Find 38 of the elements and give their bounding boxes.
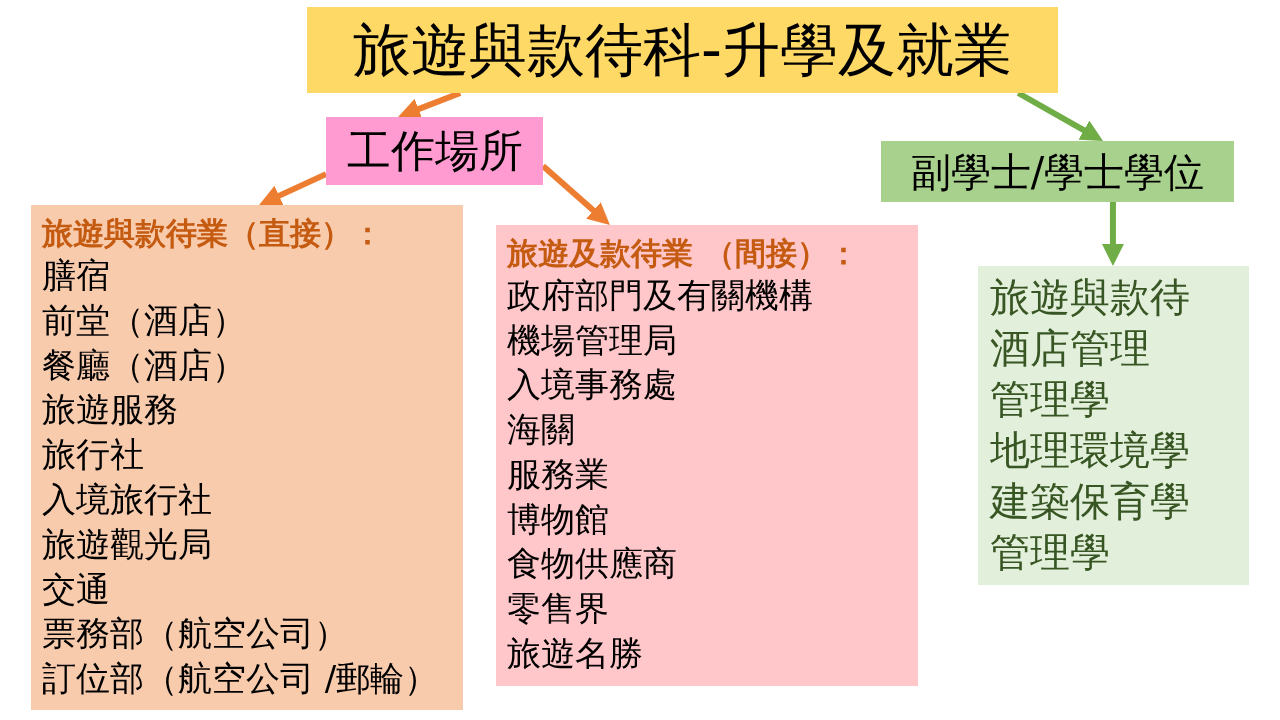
banner-text: 旅遊與款待科-升學及就業: [353, 15, 1012, 85]
category-box: [881, 141, 1234, 202]
list-item: 入境旅行社: [42, 478, 213, 521]
list-item: 前堂（酒店）: [42, 298, 247, 342]
list-item: 旅遊觀光局: [42, 522, 213, 566]
list-item: 交通: [42, 567, 111, 611]
list-item: 博物館: [507, 497, 610, 541]
list-item: 訂位部（航空公司 /郵輪）: [42, 657, 440, 701]
list-panel: [978, 266, 1249, 585]
list-item: 餐廳（酒店）: [42, 343, 247, 387]
list-item: 政府部門及有關機構: [507, 274, 814, 317]
list-item: 建築保育學: [990, 477, 1191, 526]
list-item: 海關: [507, 408, 576, 452]
list-item: 入境事務處: [507, 363, 678, 407]
category-box: [326, 117, 543, 185]
list-item: 食物供應商: [507, 542, 678, 586]
list-item: 機場管理局: [507, 318, 678, 362]
list-item: 管理學: [990, 528, 1111, 577]
list-item: 酒店管理: [990, 324, 1151, 373]
category-label: 工作場所: [346, 124, 523, 178]
list-item: 管理學: [990, 375, 1111, 424]
list-panel: [496, 225, 918, 686]
list-item: 旅行社: [42, 433, 145, 477]
category-label: 副學士/學士學位: [910, 147, 1205, 197]
list-heading: 旅遊及款待業 （間接）：: [507, 234, 860, 273]
arrow: [1101, 202, 1124, 266]
list-item: 票務部（航空公司）: [42, 612, 349, 656]
arrow: [259, 171, 328, 206]
list-item: 地理環境學: [990, 426, 1191, 475]
list-heading: 旅遊與款待業（直接）：: [42, 214, 384, 253]
list-item: 旅遊名勝: [507, 631, 644, 675]
list-item: 旅遊服務: [42, 388, 179, 432]
list-item: 服務業: [507, 452, 610, 496]
list-item: 零售界: [507, 586, 610, 630]
title-banner: [307, 7, 1058, 93]
list-item: 膳宿: [42, 254, 111, 297]
list-item: 旅遊與款待: [990, 273, 1191, 322]
list-panel: [31, 205, 463, 710]
